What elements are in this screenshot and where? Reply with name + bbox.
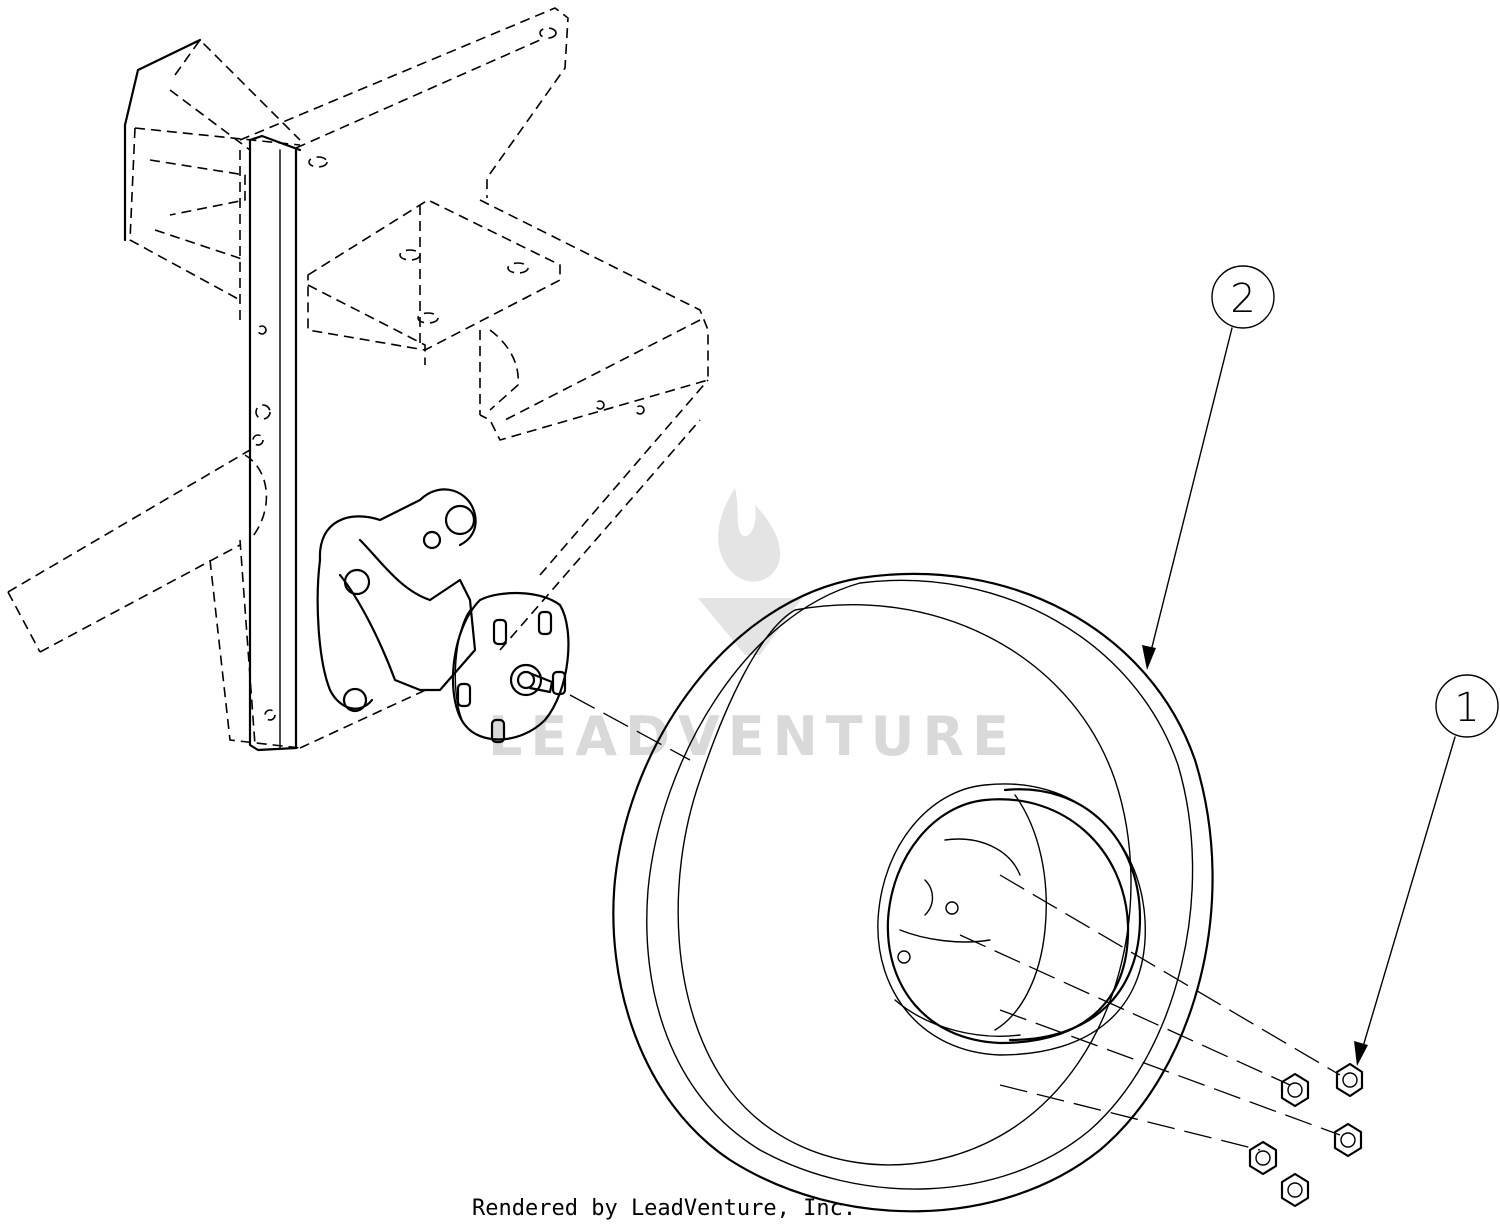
- lug-nut: [1280, 1072, 1310, 1108]
- callout-wheel-assembly: 2: [1142, 265, 1275, 670]
- callout-bubble: [1211, 265, 1275, 329]
- callout-lug-nut: 1: [1354, 674, 1499, 1066]
- leader-line: [1149, 327, 1233, 656]
- lug-nut: [1280, 1172, 1310, 1208]
- v-mark-icon: [698, 598, 802, 655]
- chassis-frame: [7, 7, 709, 749]
- callout-bubble: [1435, 674, 1499, 738]
- spindle-hub: [316, 488, 570, 744]
- watermark-text: LEADVENTURE: [488, 705, 1017, 768]
- callout-label: 1: [1454, 685, 1479, 731]
- flame-icon: [718, 488, 781, 582]
- lug-nut: [1335, 1062, 1364, 1098]
- arrowhead: [1354, 1041, 1368, 1066]
- frame-rail: [123, 38, 302, 752]
- wheel-assembly: [612, 572, 1214, 1213]
- arrowhead: [1142, 645, 1156, 670]
- leader-line: [1361, 736, 1456, 1051]
- lug-nut: [1248, 1140, 1278, 1176]
- lug-nut: [1333, 1122, 1363, 1158]
- assembly-centerlines: [569, 694, 1341, 1151]
- render-credit: Rendered by LeadVenture, Inc.: [472, 1196, 857, 1221]
- callout-label: 2: [1230, 276, 1255, 322]
- lug-nuts: [1248, 1062, 1364, 1208]
- leadventure-watermark: LEADVENTURE: [488, 488, 1017, 768]
